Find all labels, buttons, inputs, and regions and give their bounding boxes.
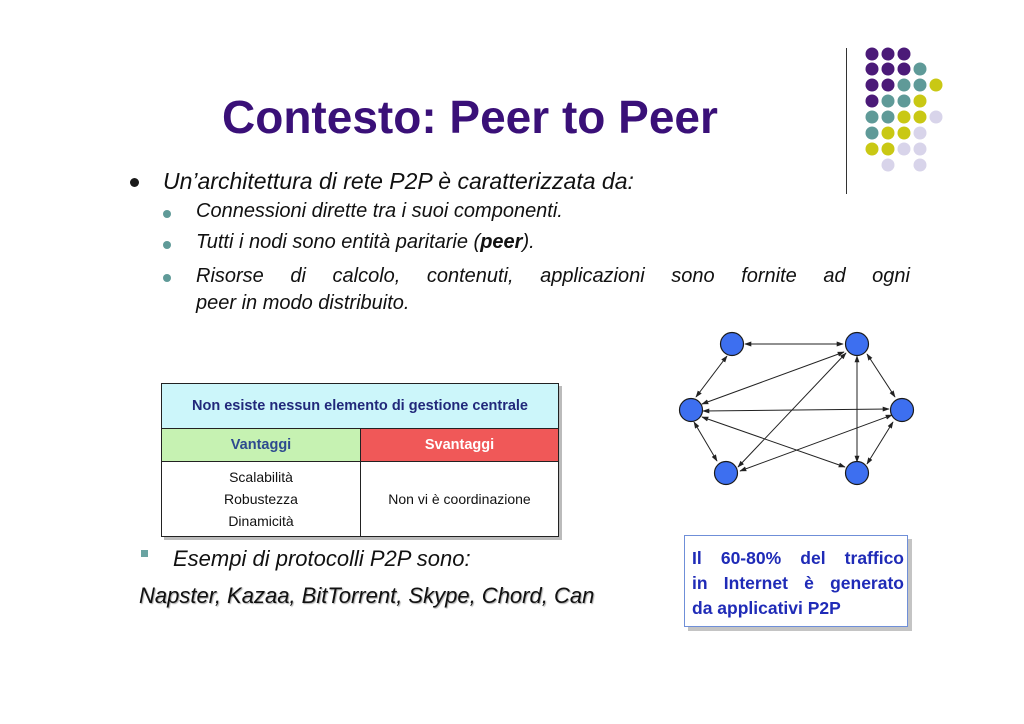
sub-bullet-2-bold: peer [480,231,523,253]
sub-bullet-3-line1: Risorse di calcolo, contenuti, applicazi… [196,265,910,287]
decorative-divider-line [846,48,847,194]
network-node [844,331,870,357]
main-bullet-text: Un’architettura di rete P2P è caratteriz… [163,168,634,194]
examples-label: Esempi di protocolli P2P sono: [173,546,471,571]
table-svantaggi-cell: Non vi è coordinazione [388,491,531,507]
sub-bullet-icon [163,241,171,249]
table-col-vantaggi: Vantaggi [162,429,361,461]
network-edges [693,341,896,472]
table-col-svantaggi: Svantaggi [361,429,558,461]
sub-bullet-2: Tutti i nodi sono entità paritarie (peer… [196,231,535,254]
p2p-network-diagram [678,331,915,486]
network-node [844,460,870,486]
network-node [719,331,745,357]
callout-text: Il 60-80% del traffico in Internet è gen… [692,546,904,621]
callout-line-3: da applicativi P2P [692,598,841,618]
sub-bullet-3-line2: peer in modo distribuito. [196,292,410,314]
sub-bullet-icon [163,274,171,282]
table-body-row: Scalabilità Robustezza Dinamicità Non vi… [162,462,558,536]
network-node [678,397,704,423]
network-node [713,460,739,486]
slide-title: Contesto: Peer to Peer [222,91,718,143]
square-bullet-icon [141,550,148,557]
table-vantaggi-cell: Scalabilità Robustezza Dinamicità [162,462,361,536]
bullet-icon [130,178,139,187]
examples-list: Napster, Kazaa, BitTorrent, Skype, Chord… [139,583,595,608]
sub-bullet-1: Connessioni dirette tra i suoi component… [196,200,563,222]
callout-line-1: Il 60-80% del traffico [692,548,904,568]
decorative-dot-grid-icon [865,47,943,172]
network-node [889,397,915,423]
list-item: Robustezza [224,491,298,507]
callout-line-2: in Internet è generato [692,573,904,593]
table-subheader-row: Vantaggi Svantaggi [162,429,558,462]
table-header: Non esiste nessun elemento di gestione c… [162,384,558,429]
list-item: Dinamicità [228,513,294,529]
pros-cons-table: Non esiste nessun elemento di gestione c… [161,383,559,537]
sub-bullet-2-after: ). [522,231,535,253]
sub-bullet-icon [163,210,171,218]
callout-box [684,535,908,627]
sub-bullet-2-before: Tutti i nodi sono entità paritarie ( [196,231,481,253]
list-item: Scalabilità [229,469,293,485]
